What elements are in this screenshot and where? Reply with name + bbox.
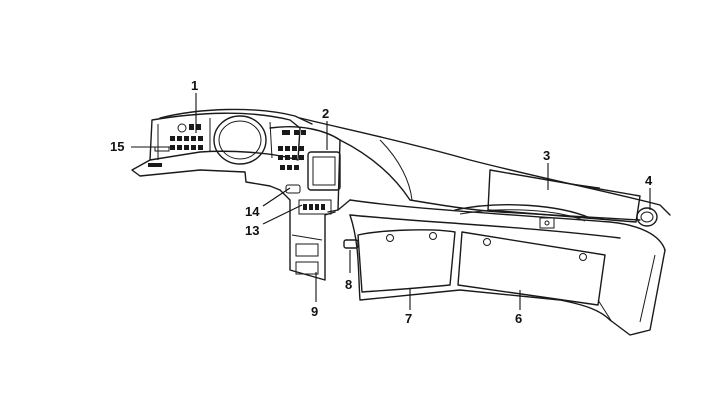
right-glove-box <box>457 231 606 306</box>
glove-box-latch <box>343 239 359 249</box>
callout-8: 8 <box>345 277 352 292</box>
switch-panel-center <box>278 130 306 170</box>
callout-4: 4 <box>645 173 653 188</box>
storage-lid-panel <box>487 169 641 223</box>
switch-panel-left <box>148 123 203 167</box>
lower-panel-frame <box>349 214 621 321</box>
callout-1: 1 <box>191 78 198 93</box>
callout-6: 6 <box>515 311 522 326</box>
left-glove-box <box>357 229 456 293</box>
callout-14: 14 <box>245 204 260 219</box>
callout-3: 3 <box>543 148 550 163</box>
callout-labels: 1 2 3 4 6 7 8 9 13 14 15 <box>110 78 653 326</box>
callout-7: 7 <box>405 311 412 326</box>
callout-13: 13 <box>245 223 259 238</box>
speedometer-gauge <box>213 115 267 165</box>
callout-2: 2 <box>322 106 329 121</box>
callout-9: 9 <box>311 304 318 319</box>
dash-top-surface <box>299 117 671 251</box>
leader-lines <box>131 93 651 310</box>
display-screen <box>307 151 341 191</box>
callout-15: 15 <box>110 139 124 154</box>
side-knob <box>636 207 658 227</box>
right-end-panel <box>597 249 666 336</box>
